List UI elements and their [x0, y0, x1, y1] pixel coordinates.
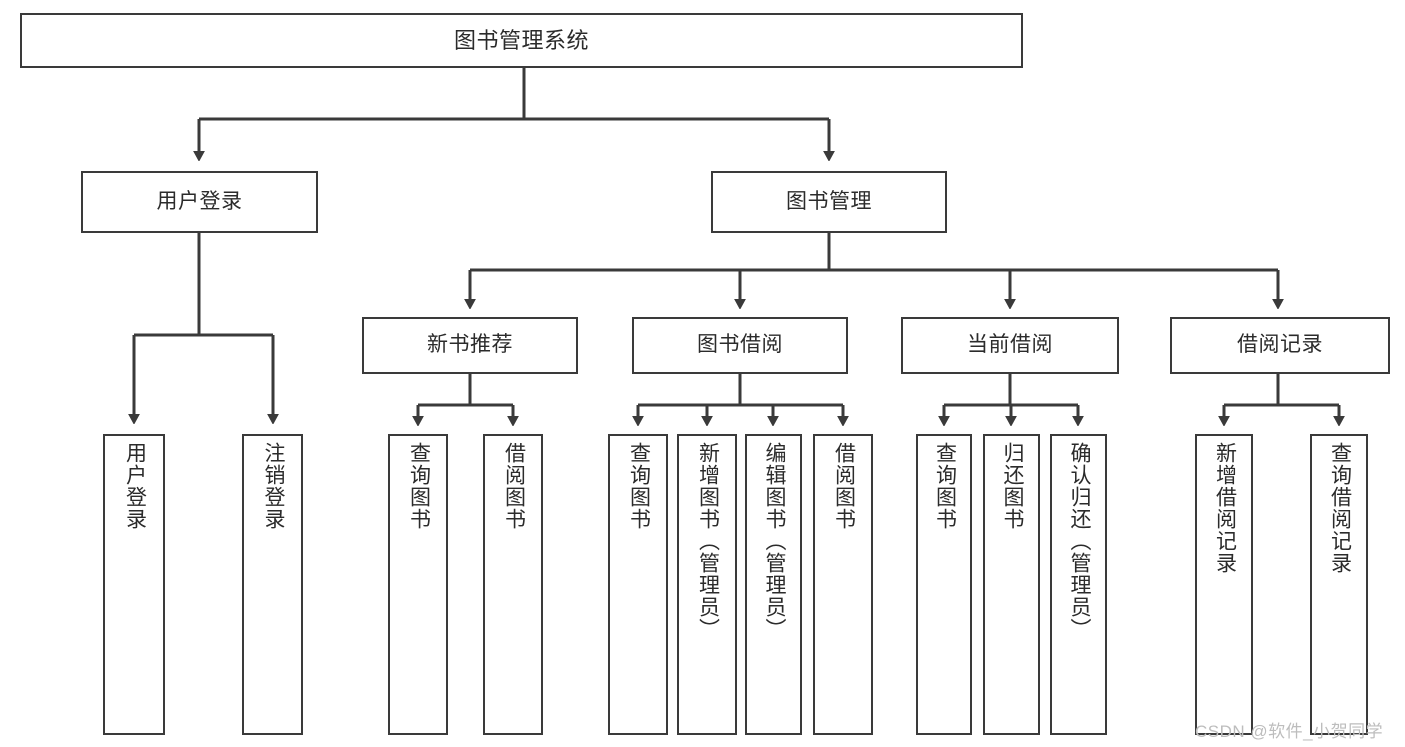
node-leaf-add-book-admin[interactable]: 新增图书（管理员）	[677, 434, 737, 735]
node-leaf-query-book-2[interactable]: 查询图书	[608, 434, 668, 735]
node-leaf-user-login[interactable]: 用户登录	[103, 434, 165, 735]
node-leaf-edit-book-admin[interactable]: 编辑图书（管理员）	[745, 434, 802, 735]
node-borrow-record-label: 借阅记录	[1237, 333, 1323, 357]
node-leaf-query-borrow-record[interactable]: 查询借阅记录	[1310, 434, 1368, 735]
node-leaf-add-borrow-record[interactable]: 新增借阅记录	[1195, 434, 1253, 735]
node-root-label: 图书管理系统	[453, 27, 589, 53]
node-leaf-edit-book-admin-label: 编辑图书（管理员）	[762, 442, 786, 640]
node-book-management-label: 图书管理	[786, 189, 872, 213]
node-user-login[interactable]: 用户登录	[81, 171, 318, 233]
node-book-management[interactable]: 图书管理	[711, 171, 947, 233]
node-leaf-borrow-book-1[interactable]: 借阅图书	[483, 434, 543, 735]
node-book-borrow-label: 图书借阅	[697, 333, 783, 357]
node-leaf-add-borrow-record-label: 新增借阅记录	[1213, 442, 1237, 574]
node-leaf-add-book-admin-label: 新增图书（管理员）	[696, 442, 720, 640]
node-leaf-return-book[interactable]: 归还图书	[983, 434, 1040, 735]
node-leaf-logout-login[interactable]: 注销登录	[242, 434, 303, 735]
node-leaf-query-book-3-label: 查询图书	[933, 442, 957, 530]
node-leaf-borrow-book-2[interactable]: 借阅图书	[813, 434, 873, 735]
node-leaf-query-book-1-label: 查询图书	[407, 442, 431, 530]
node-leaf-query-book-3[interactable]: 查询图书	[916, 434, 972, 735]
node-leaf-confirm-return-admin-label: 确认归还（管理员）	[1067, 442, 1091, 640]
node-book-borrow[interactable]: 图书借阅	[632, 317, 848, 374]
node-leaf-logout-login-label: 注销登录	[261, 442, 285, 530]
node-current-borrow-label: 当前借阅	[967, 333, 1053, 357]
node-leaf-return-book-label: 归还图书	[1000, 442, 1024, 530]
node-leaf-borrow-book-1-label: 借阅图书	[502, 442, 526, 530]
node-user-login-label: 用户登录	[156, 189, 243, 213]
node-new-book-recommend-label: 新书推荐	[427, 333, 513, 357]
node-leaf-user-login-label: 用户登录	[123, 442, 147, 530]
node-leaf-query-borrow-record-label: 查询借阅记录	[1328, 442, 1352, 574]
node-leaf-query-book-2-label: 查询图书	[627, 442, 651, 530]
csdn-watermark: CSDN @软件_小贺同学	[1195, 722, 1384, 741]
node-new-book-recommend[interactable]: 新书推荐	[362, 317, 578, 374]
node-leaf-borrow-book-2-label: 借阅图书	[832, 442, 856, 530]
node-root[interactable]: 图书管理系统	[20, 13, 1023, 68]
node-borrow-record[interactable]: 借阅记录	[1170, 317, 1390, 374]
node-leaf-confirm-return-admin[interactable]: 确认归还（管理员）	[1050, 434, 1107, 735]
node-current-borrow[interactable]: 当前借阅	[901, 317, 1119, 374]
node-leaf-query-book-1[interactable]: 查询图书	[388, 434, 448, 735]
